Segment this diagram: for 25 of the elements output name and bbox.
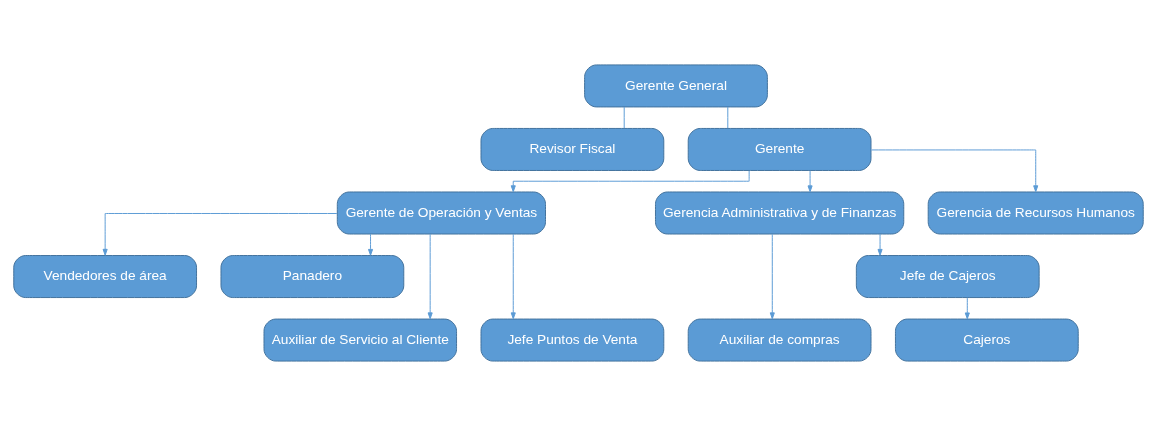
node-box: Vendedores de área (13, 255, 198, 299)
connector (727, 106, 729, 129)
node-box: Gerente (687, 127, 872, 171)
arrow (368, 233, 374, 256)
node-box: Auxiliar de Servicio al Cliente (263, 318, 458, 362)
arrow (870, 149, 1039, 193)
arrow (964, 297, 970, 320)
node-box: Panadero (220, 255, 405, 299)
node-box: Jefe de Cajeros (855, 255, 1040, 299)
arrow (877, 233, 883, 256)
node-box: Revisor Fiscal (480, 127, 665, 171)
node-box: Cajeros (894, 318, 1079, 362)
node-box: Jefe Puntos de Venta (480, 318, 665, 362)
node-box: Gerencia Administrativa y de Finanzas (655, 191, 905, 235)
arrow (427, 233, 433, 320)
node-box: Gerencia de Recursos Humanos (927, 191, 1144, 235)
node-box: Gerente de Operación y Ventas (336, 191, 546, 235)
arrow (510, 233, 516, 320)
arrow (807, 170, 813, 193)
node-box: Gerente General (584, 64, 768, 108)
connector (623, 106, 625, 129)
arrow (102, 213, 338, 256)
arrow (769, 233, 775, 320)
node-box: Auxiliar de compras (687, 318, 872, 362)
arrow (510, 170, 750, 193)
